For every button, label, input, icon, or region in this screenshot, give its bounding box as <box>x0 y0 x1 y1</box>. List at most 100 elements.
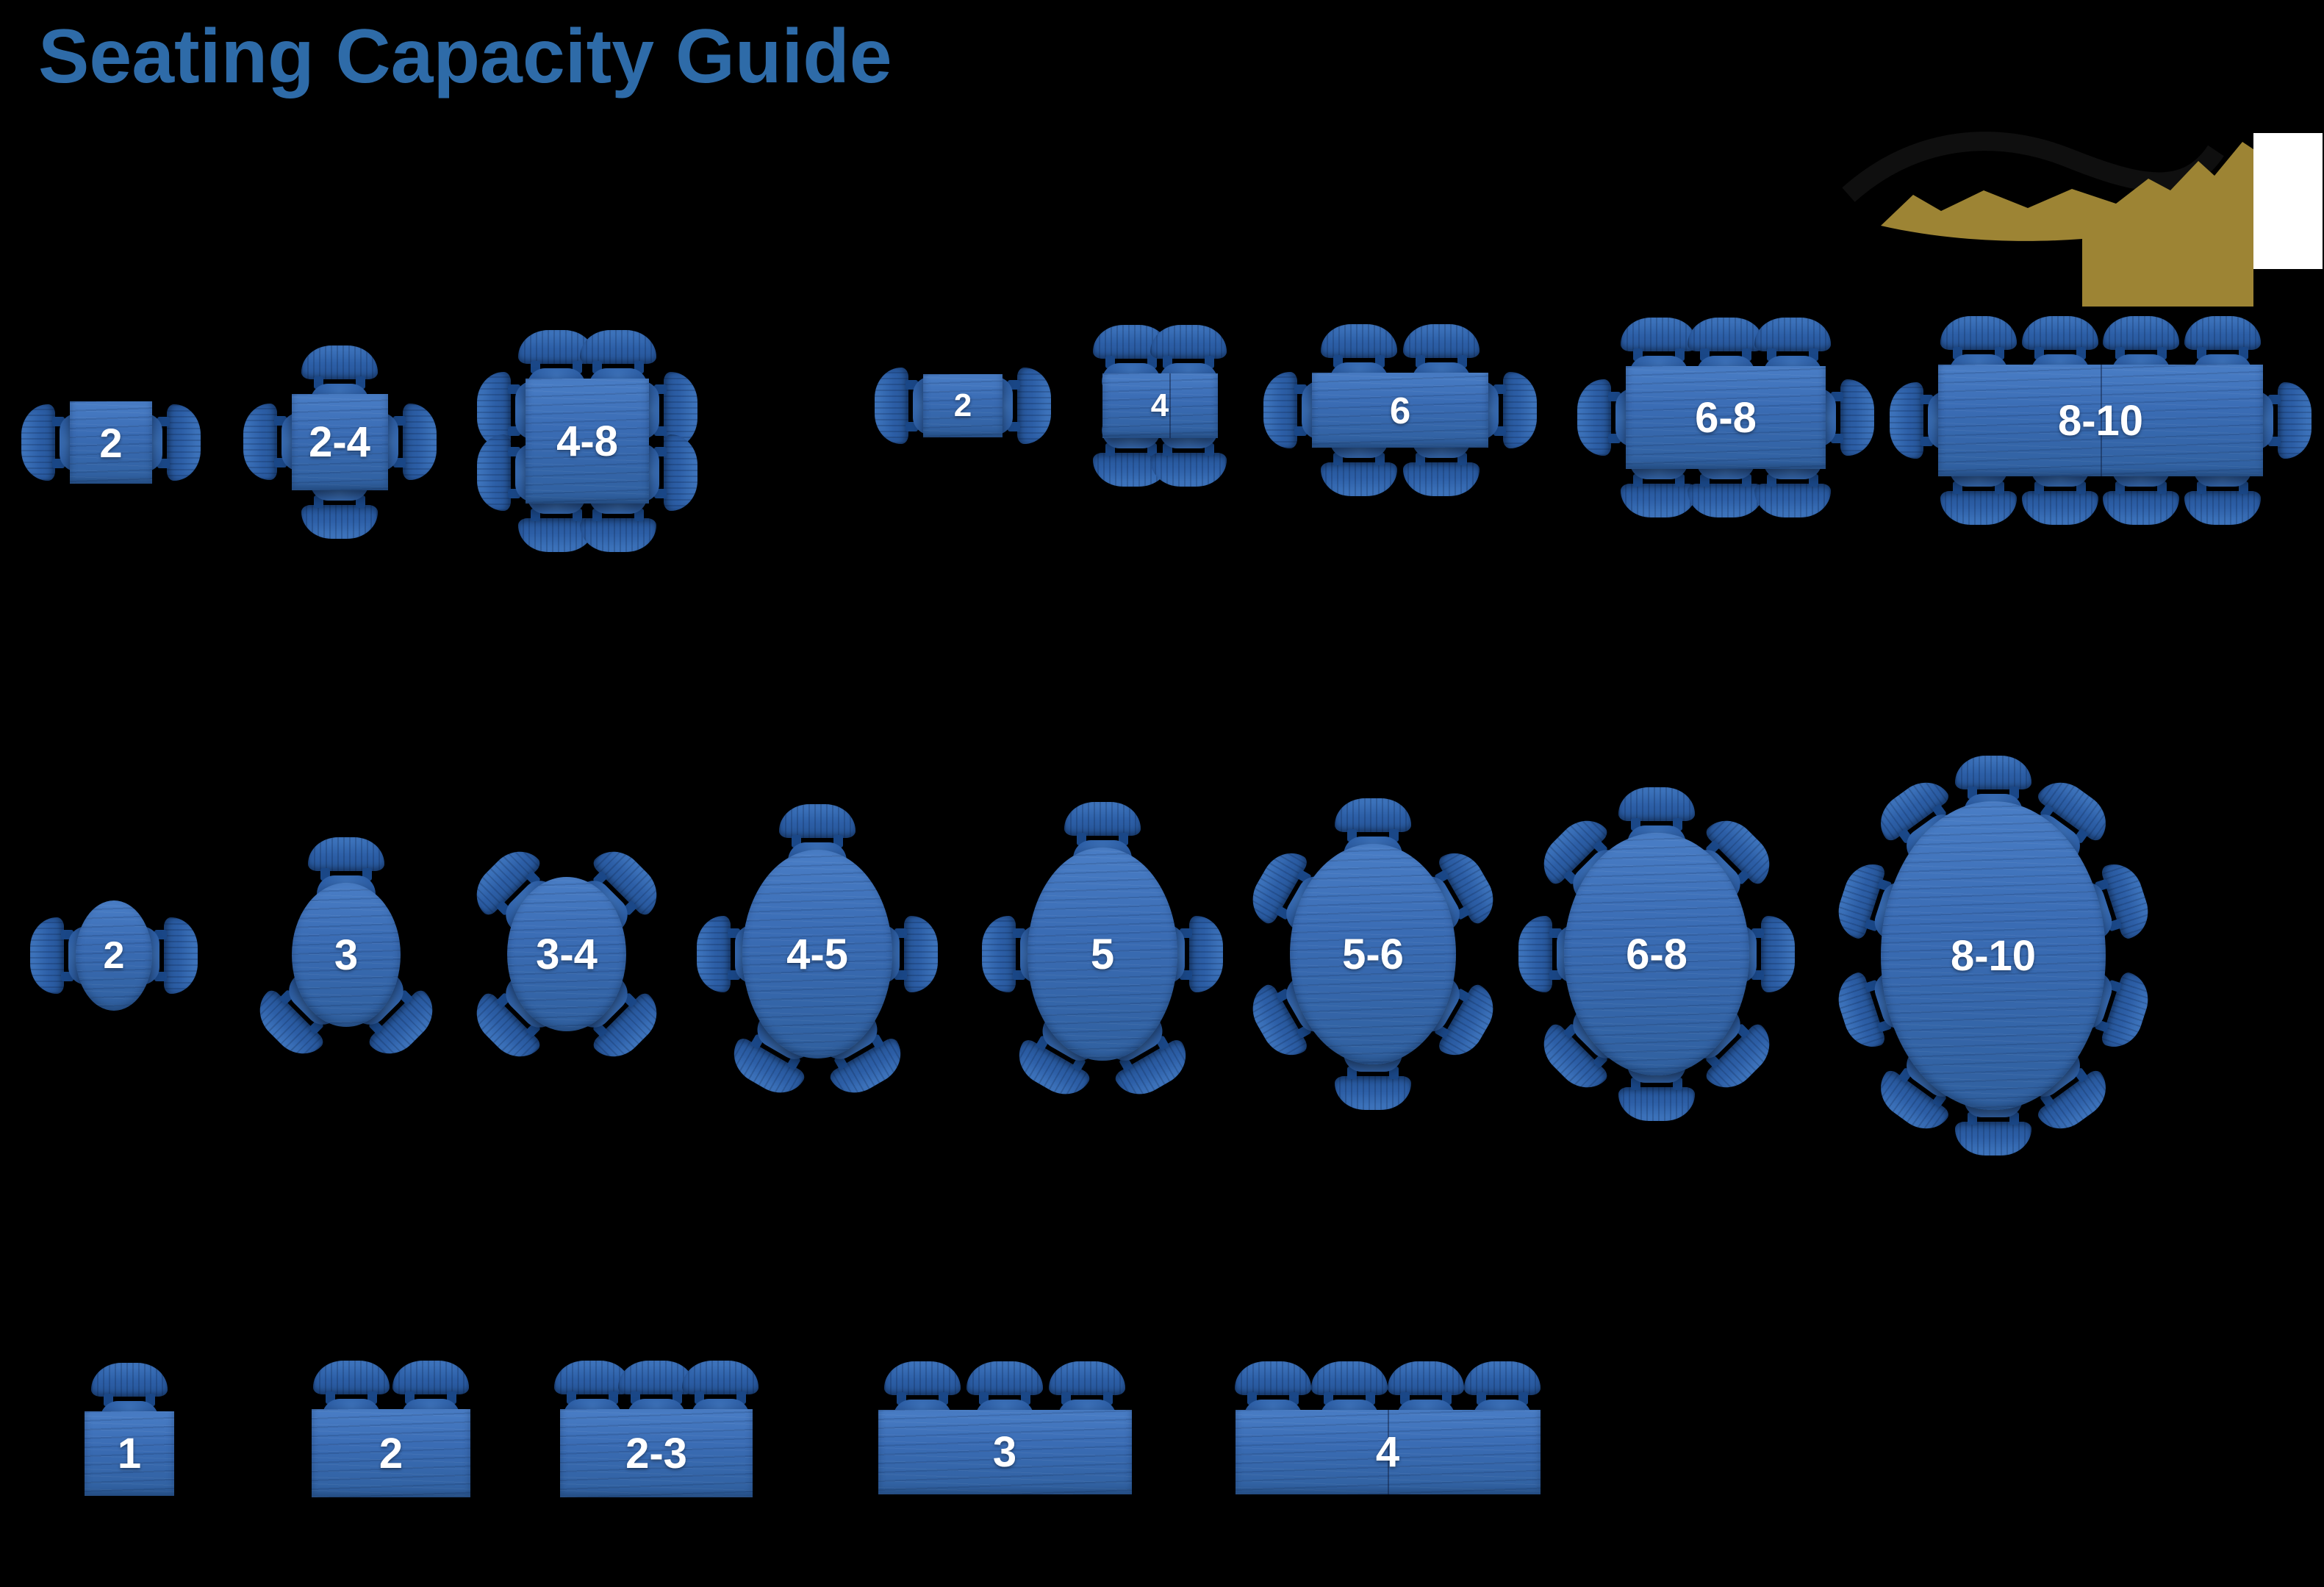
table-group-round-2: 2 <box>0 801 268 1110</box>
capacity-label: 2 <box>379 1429 404 1477</box>
chair-back-icon <box>1387 1361 1464 1395</box>
table-surface: 3 <box>292 883 401 1027</box>
table-group-bar-1: 1 <box>0 1309 273 1587</box>
chair-back-icon <box>1150 325 1227 359</box>
table-surface: 4 <box>1102 373 1218 438</box>
table-group-square-4-8: 4-8 <box>426 279 749 603</box>
chair-back-icon <box>1761 916 1795 992</box>
chair-back-icon <box>30 917 64 994</box>
capacity-label: 4 <box>1150 387 1169 423</box>
table-group-bar-2-3: 2-3 <box>461 1258 852 1587</box>
chair-back-icon <box>1463 1361 1541 1395</box>
brand-logo <box>1842 132 2323 307</box>
table-surface: 6 <box>1312 373 1488 448</box>
chair-back-icon <box>1955 756 2031 789</box>
chair-back-icon <box>1754 484 1831 517</box>
chair-back-icon <box>2184 316 2261 350</box>
chair-back-icon <box>875 368 908 444</box>
page-title: Seating Capacity Guide <box>38 14 892 99</box>
capacity-label: 5-6 <box>1342 930 1404 978</box>
capacity-label: 4-5 <box>786 930 848 978</box>
chair-back-icon <box>167 404 201 481</box>
chair-back-icon <box>1840 379 1874 456</box>
table-surface: 8-10 <box>1938 365 2263 476</box>
capacity-label: 3 <box>334 931 359 979</box>
chair-back-icon <box>1890 382 1923 459</box>
chair-back-icon <box>91 1362 168 1397</box>
chair-back-icon <box>1263 372 1297 448</box>
capacity-label: 6-8 <box>1626 930 1688 978</box>
capacity-label: 5 <box>1090 930 1115 978</box>
table-surface: 2 <box>312 1409 470 1497</box>
table-seam <box>1388 1409 1389 1494</box>
table-group-round-6-8: 6-8 <box>1436 734 1877 1175</box>
table-group-rect-4: 4 <box>1003 249 1317 563</box>
capacity-label: 4 <box>1375 1427 1400 1476</box>
chair-back-icon <box>904 916 938 992</box>
capacity-label: 8-10 <box>2057 396 2144 445</box>
chair-back-icon <box>1049 1361 1125 1395</box>
table-group-bar-3: 3 <box>779 1226 1231 1587</box>
table-seam <box>2101 365 2102 476</box>
chair-back-icon <box>1621 484 1698 517</box>
chair-back-icon <box>308 837 384 871</box>
table-group-round-8-10: 8-10 <box>1740 702 2247 1209</box>
chair-back-icon <box>1754 318 1831 351</box>
logo-script-text <box>1842 132 2224 202</box>
table-group-rect-8-10: 8-10 <box>1839 159 2324 682</box>
chair-back-icon <box>1017 368 1051 444</box>
chair-back-icon <box>1577 379 1611 456</box>
chair-back-icon <box>982 916 1016 992</box>
chair-back-icon <box>243 404 277 480</box>
chair-back-icon <box>1688 318 1764 351</box>
chair-back-icon <box>2278 382 2312 459</box>
chair-back-icon <box>1335 798 1411 832</box>
table-surface: 4 <box>1235 1409 1541 1494</box>
chair-back-icon <box>2103 491 2180 525</box>
chair-back-icon <box>1321 462 1397 496</box>
chair-back-icon <box>664 434 697 511</box>
chair-back-icon <box>477 434 511 511</box>
chair-back-icon <box>301 504 378 539</box>
table-group-round-3-4: 3-4 <box>390 778 743 1131</box>
capacity-label: 2 <box>99 419 123 466</box>
table-surface: 4-8 <box>526 379 649 504</box>
chair-back-icon <box>1321 324 1397 358</box>
chair-back-icon <box>1335 1076 1411 1110</box>
chair-back-icon <box>2021 316 2098 350</box>
chair-back-icon <box>2184 491 2261 525</box>
table-surface: 2 <box>923 374 1003 437</box>
capacity-label: 2-4 <box>309 418 370 466</box>
chair-back-icon <box>1621 318 1698 351</box>
chair-back-icon <box>301 345 378 379</box>
chair-back-icon <box>1618 787 1695 821</box>
table-group-rect-6: 6 <box>1213 223 1588 598</box>
chair-back-icon <box>21 404 55 481</box>
chair-back-icon <box>1403 324 1480 358</box>
table-group-round-3: 3 <box>175 784 517 1126</box>
table-group-square-2-4: 2-4 <box>193 295 487 590</box>
table-group-bar-2: 2 <box>212 1275 570 1587</box>
chair-back-icon <box>1311 1361 1388 1395</box>
capacity-label: 1 <box>117 1429 142 1477</box>
chair-back-icon <box>313 1361 390 1394</box>
table-surface: 2 <box>76 900 152 1011</box>
table-surface: 1 <box>85 1411 174 1496</box>
chair-back-icon <box>164 917 198 994</box>
chair-back-icon <box>1235 1361 1312 1395</box>
capacity-label: 6-8 <box>1695 393 1757 442</box>
chair-back-icon <box>2021 491 2098 525</box>
table-surface: 6-8 <box>1626 366 1826 469</box>
capacity-label: 4-8 <box>556 417 618 465</box>
capacity-label: 2 <box>953 387 972 423</box>
chair-back-icon <box>402 404 437 480</box>
table-group-round-5: 5 <box>897 748 1308 1160</box>
chair-back-icon <box>2103 316 2180 350</box>
chair-back-icon <box>392 1361 469 1394</box>
table-group-rect-2: 2 <box>824 267 1102 545</box>
table-surface: 2 <box>70 401 152 484</box>
capacity-label: 6 <box>1389 389 1411 431</box>
table-group-rect-6-8: 6-8 <box>1527 218 1925 617</box>
chair-back-icon <box>553 1361 631 1394</box>
